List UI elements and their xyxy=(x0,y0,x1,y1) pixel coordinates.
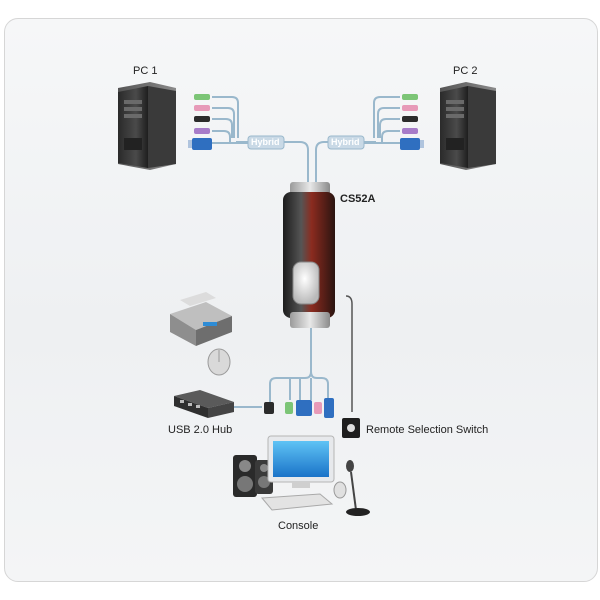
hybrid-label-right-box xyxy=(327,135,365,150)
remote-cable xyxy=(345,295,353,412)
keyboard-icon xyxy=(260,493,334,511)
pc1-tower xyxy=(118,82,176,170)
monitor-icon xyxy=(267,435,335,488)
switch-model-label: CS52A xyxy=(340,193,376,205)
cs52a-switch xyxy=(283,182,335,328)
console-cable xyxy=(269,328,329,402)
pc2-label: PC 2 xyxy=(453,65,478,77)
console-mouse-icon xyxy=(333,481,347,499)
hybrid-cable-right xyxy=(315,96,400,182)
pc2-tower xyxy=(440,82,496,170)
hybrid-cable-left xyxy=(212,96,309,182)
remote-switch-icon xyxy=(342,418,360,438)
hybrid-label-right: Hybrid xyxy=(331,137,360,147)
pc2-connectors xyxy=(400,94,424,150)
printer-icon xyxy=(170,292,232,346)
console-label: Console xyxy=(278,520,319,532)
hybrid-label-left: Hybrid xyxy=(251,137,280,147)
hybrid-label-left-box xyxy=(247,135,285,150)
pc1-label: PC 1 xyxy=(133,65,158,77)
microphone-icon xyxy=(346,460,370,516)
console-connectors xyxy=(264,398,334,418)
usb-hub-icon xyxy=(174,390,234,418)
speakers-icon xyxy=(233,455,273,497)
remote-switch-label: Remote Selection Switch xyxy=(366,424,489,436)
usb-hub-label: USB 2.0 Hub xyxy=(168,424,233,436)
pc1-connectors xyxy=(188,94,212,150)
usb-mouse-icon xyxy=(207,348,231,376)
